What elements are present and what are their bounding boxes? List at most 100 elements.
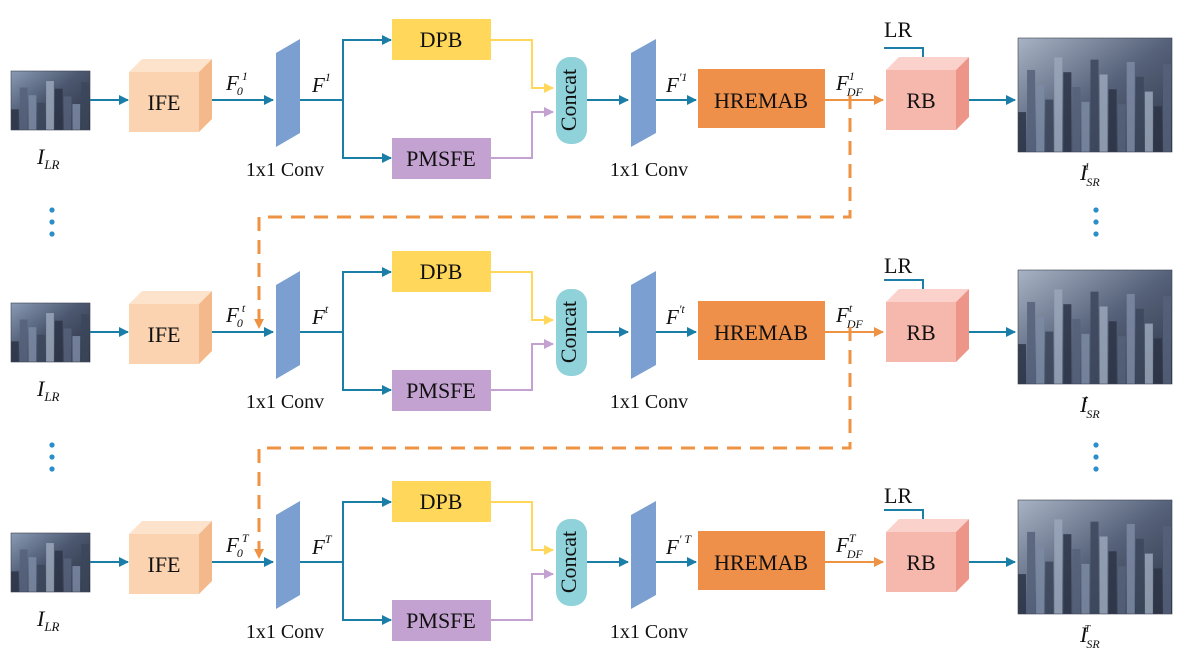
output-image-building — [1135, 76, 1144, 152]
ife-block-top — [129, 59, 212, 72]
arrow-to-dpb — [342, 497, 392, 562]
output-image-building — [1045, 99, 1054, 152]
rb-label: RB — [906, 550, 935, 575]
arrow-to-pmsfe — [342, 562, 392, 625]
arrow-to-dpb — [342, 35, 392, 100]
f-label-sup: T — [325, 532, 333, 546]
ellipsis-dot — [49, 219, 55, 225]
output-image-building — [1117, 566, 1126, 614]
rb-block-top — [886, 519, 969, 532]
output-image-frame — [1017, 37, 1173, 153]
input-image-building — [46, 543, 54, 592]
output-image-building — [1099, 74, 1108, 152]
output-image-building — [1144, 323, 1153, 384]
ife-label: IFE — [148, 552, 181, 577]
output-image-building — [1144, 91, 1153, 152]
output-label: ISRT — [1079, 622, 1100, 651]
rb-block-front — [886, 302, 956, 362]
input-image-building — [37, 102, 46, 130]
output-image-building — [1153, 568, 1162, 614]
input-image-building — [46, 81, 54, 130]
dpb-block — [392, 251, 491, 292]
input-label: ILR — [36, 144, 60, 172]
output-label-sup: 1 — [1085, 162, 1090, 173]
pmsfe-label: PMSFE — [406, 378, 476, 403]
ife-block-side — [199, 59, 212, 132]
ife-block-front — [129, 72, 199, 132]
output-image-building — [1117, 336, 1126, 384]
output-image — [1017, 499, 1173, 615]
dpb-block — [392, 481, 491, 522]
output-image-building — [1072, 87, 1081, 152]
input-image-building — [19, 549, 28, 592]
fdf-label: FDFt — [835, 301, 863, 331]
conv-layer-2 — [631, 501, 656, 609]
input-image-building — [63, 96, 72, 130]
input-image-building — [81, 314, 89, 362]
dpb-label: DPB — [420, 489, 463, 514]
output-image-building — [1090, 59, 1099, 152]
output-image-building — [1108, 89, 1117, 152]
f-label: F1 — [311, 70, 331, 97]
input-label-sub: LR — [43, 157, 59, 172]
ellipsis-3 — [1093, 207, 1099, 237]
input-image-building — [54, 88, 63, 130]
fprime-label-sup: '1 — [679, 70, 688, 84]
concat-label: Concat — [556, 531, 581, 593]
output-image-building — [1027, 301, 1036, 384]
ellipsis-2 — [49, 442, 55, 472]
output-image-frame — [1017, 269, 1173, 385]
output-image — [1017, 37, 1173, 153]
f0-label: F01 — [225, 69, 248, 98]
output-label: ISR1 — [1079, 160, 1100, 189]
output-image-building — [1063, 304, 1072, 384]
input-image-building — [28, 557, 37, 592]
input-image-building — [11, 341, 19, 362]
rb-block-front — [886, 70, 956, 130]
input-image — [10, 70, 91, 131]
output-image-building — [1045, 331, 1054, 384]
input-image-building — [19, 319, 28, 362]
arrow-dpb-to-concat — [491, 39, 554, 93]
output-image-building — [1108, 551, 1117, 614]
pmsfe-block — [392, 370, 491, 411]
ellipsis-dot — [49, 207, 55, 213]
ellipsis-dot — [1093, 466, 1099, 472]
f0-label-sub: 0 — [237, 84, 243, 98]
conv-label-1: 1x1 Conv — [246, 391, 324, 413]
output-label-sup: T — [1085, 624, 1092, 635]
arrow-to-pmsfe — [342, 332, 392, 395]
hremab-label: HREMAB — [714, 320, 808, 345]
f0-label-sub: 0 — [237, 316, 243, 330]
ellipsis-dot — [1093, 219, 1099, 225]
ife-block — [129, 291, 212, 364]
arrow-pmsfe-to-concat — [491, 107, 554, 159]
feedback-line-1 — [254, 95, 852, 329]
output-image-building — [1081, 563, 1090, 614]
output-image-building — [1054, 57, 1063, 152]
output-image-building — [1135, 538, 1144, 614]
output-image-building — [1063, 534, 1072, 614]
conv-layer-1 — [276, 39, 300, 147]
fdf-label-sup: 1 — [849, 69, 855, 83]
pmsfe-label: PMSFE — [406, 146, 476, 171]
output-image-building — [1126, 523, 1135, 614]
conv-label-2: 1x1 Conv — [610, 159, 688, 181]
fprime-label: F'1 — [665, 70, 687, 97]
input-image-building — [46, 313, 54, 362]
ellipsis-dot — [49, 454, 55, 460]
f-label: Ft — [311, 302, 329, 329]
input-image-building — [19, 87, 28, 130]
conv-label-2: 1x1 Conv — [610, 621, 688, 643]
rb-block-side — [956, 289, 969, 362]
input-label: ILR — [36, 376, 60, 404]
input-image-building — [37, 564, 46, 592]
output-image-building — [1072, 319, 1081, 384]
hremab-block — [698, 531, 825, 590]
ellipsis-dot — [1093, 231, 1099, 237]
rb-block-side — [956, 519, 969, 592]
concat-block — [556, 57, 587, 144]
rb-block-top — [886, 289, 969, 302]
